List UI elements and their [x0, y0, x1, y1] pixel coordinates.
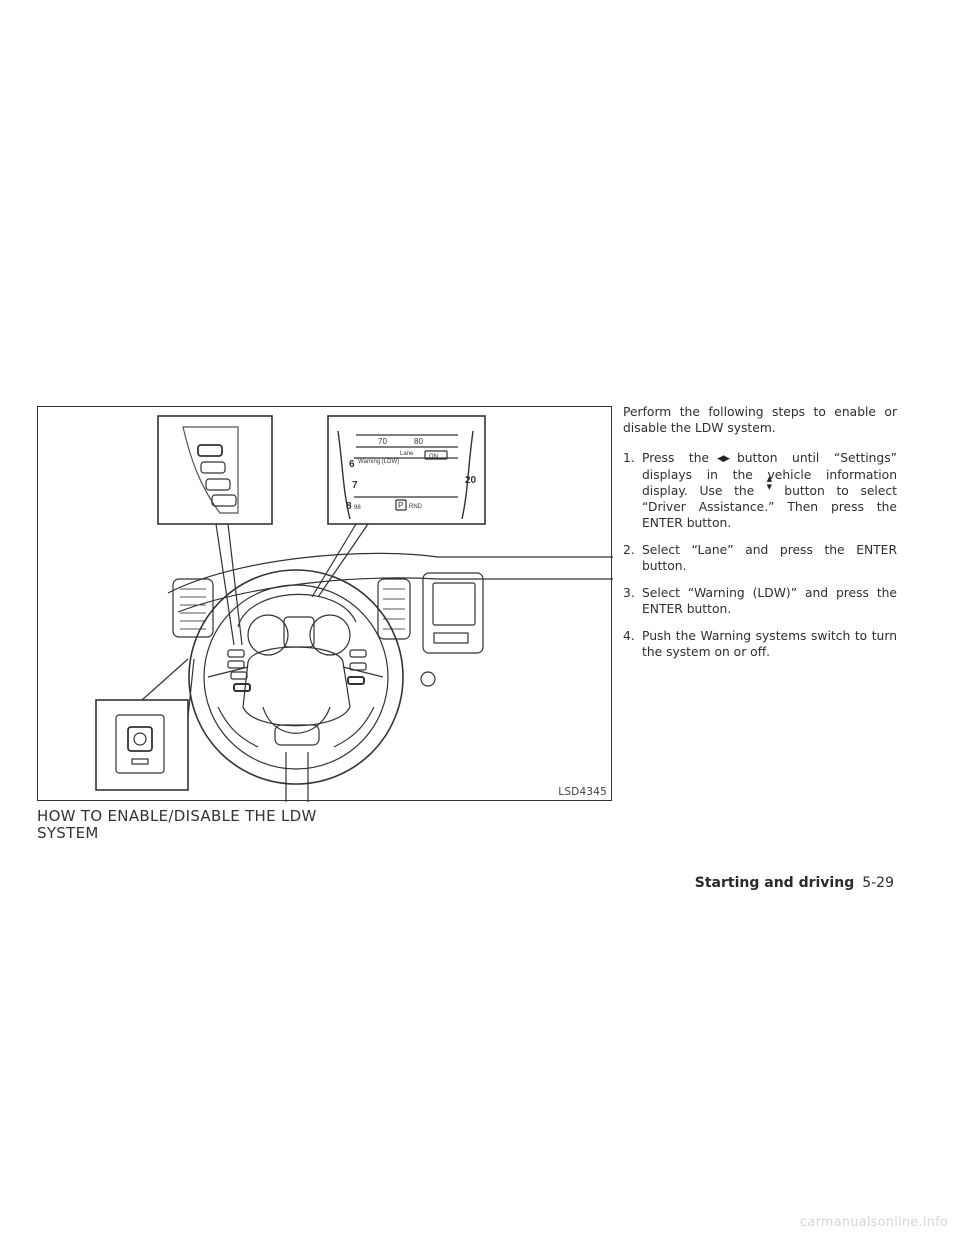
steering-wheel-illustration: 70 80 Lane Warning (LDW) ON 98 P RND 6 7… [95, 415, 613, 802]
step-2: 2. Select “Lane” and press the ENTER but… [623, 542, 897, 574]
display-limit: 80 [414, 437, 423, 446]
display-menu-value: ON [429, 454, 438, 460]
gauge-left-7: 7 [352, 480, 358, 491]
step-number: 4. [623, 629, 635, 643]
figure-code: LSD4345 [558, 786, 607, 798]
display-bottom-value: 98 [354, 505, 361, 511]
gauge-left-6: 6 [349, 459, 355, 470]
gauge-right-20: 20 [465, 475, 477, 486]
step-number: 3. [623, 586, 635, 600]
intro-paragraph: Perform the following steps to enable or… [623, 405, 897, 435]
steps-list: 1. Press the ◀▶button until “Settings” di… [623, 450, 897, 671]
display-menu-title: Lane [400, 451, 414, 457]
step-3: 3. Select “Warning (LDW)” and press the … [623, 585, 897, 617]
step-text: button to select “Driver Assistance.” Th… [642, 484, 897, 530]
page-footer: Starting and driving 5-29 [695, 875, 894, 891]
step-text: Press the [642, 451, 710, 465]
display-speed: 70 [378, 437, 387, 446]
display-gear-rest: RND [409, 504, 423, 510]
step-4: 4. Push the Warning systems switch to tu… [623, 628, 897, 660]
up-down-arrow-icon: ▲▼ [766, 475, 772, 491]
step-text: Push the Warning systems switch to turn … [642, 629, 897, 659]
left-right-arrow-icon: ◀▶ [717, 454, 730, 464]
step-number: 1. [623, 451, 635, 465]
footer-section: Starting and driving [694, 875, 855, 891]
figure-ldw-controls: 70 80 Lane Warning (LDW) ON 98 P RND 6 7… [37, 406, 613, 802]
step-text: Select “Lane” and press the ENTER button… [642, 543, 897, 573]
step-number: 2. [623, 543, 635, 557]
page-number: 5-29 [862, 875, 894, 891]
step-1: 1. Press the ◀▶button until “Settings” di… [623, 450, 897, 531]
step-text: button until “Settings” displays in the … [642, 451, 898, 498]
watermark: carmanualsonline.info [799, 1215, 948, 1230]
step-text: Select “Warning (LDW)” and press the ENT… [642, 586, 897, 616]
display-gear-selected: P [398, 501, 403, 510]
section-title: HOW TO ENABLE/DISABLE THE LDW SYSTEM [37, 807, 317, 842]
display-menu-item: Warning (LDW) [358, 459, 399, 465]
gauge-left-8: 8 [346, 501, 352, 512]
